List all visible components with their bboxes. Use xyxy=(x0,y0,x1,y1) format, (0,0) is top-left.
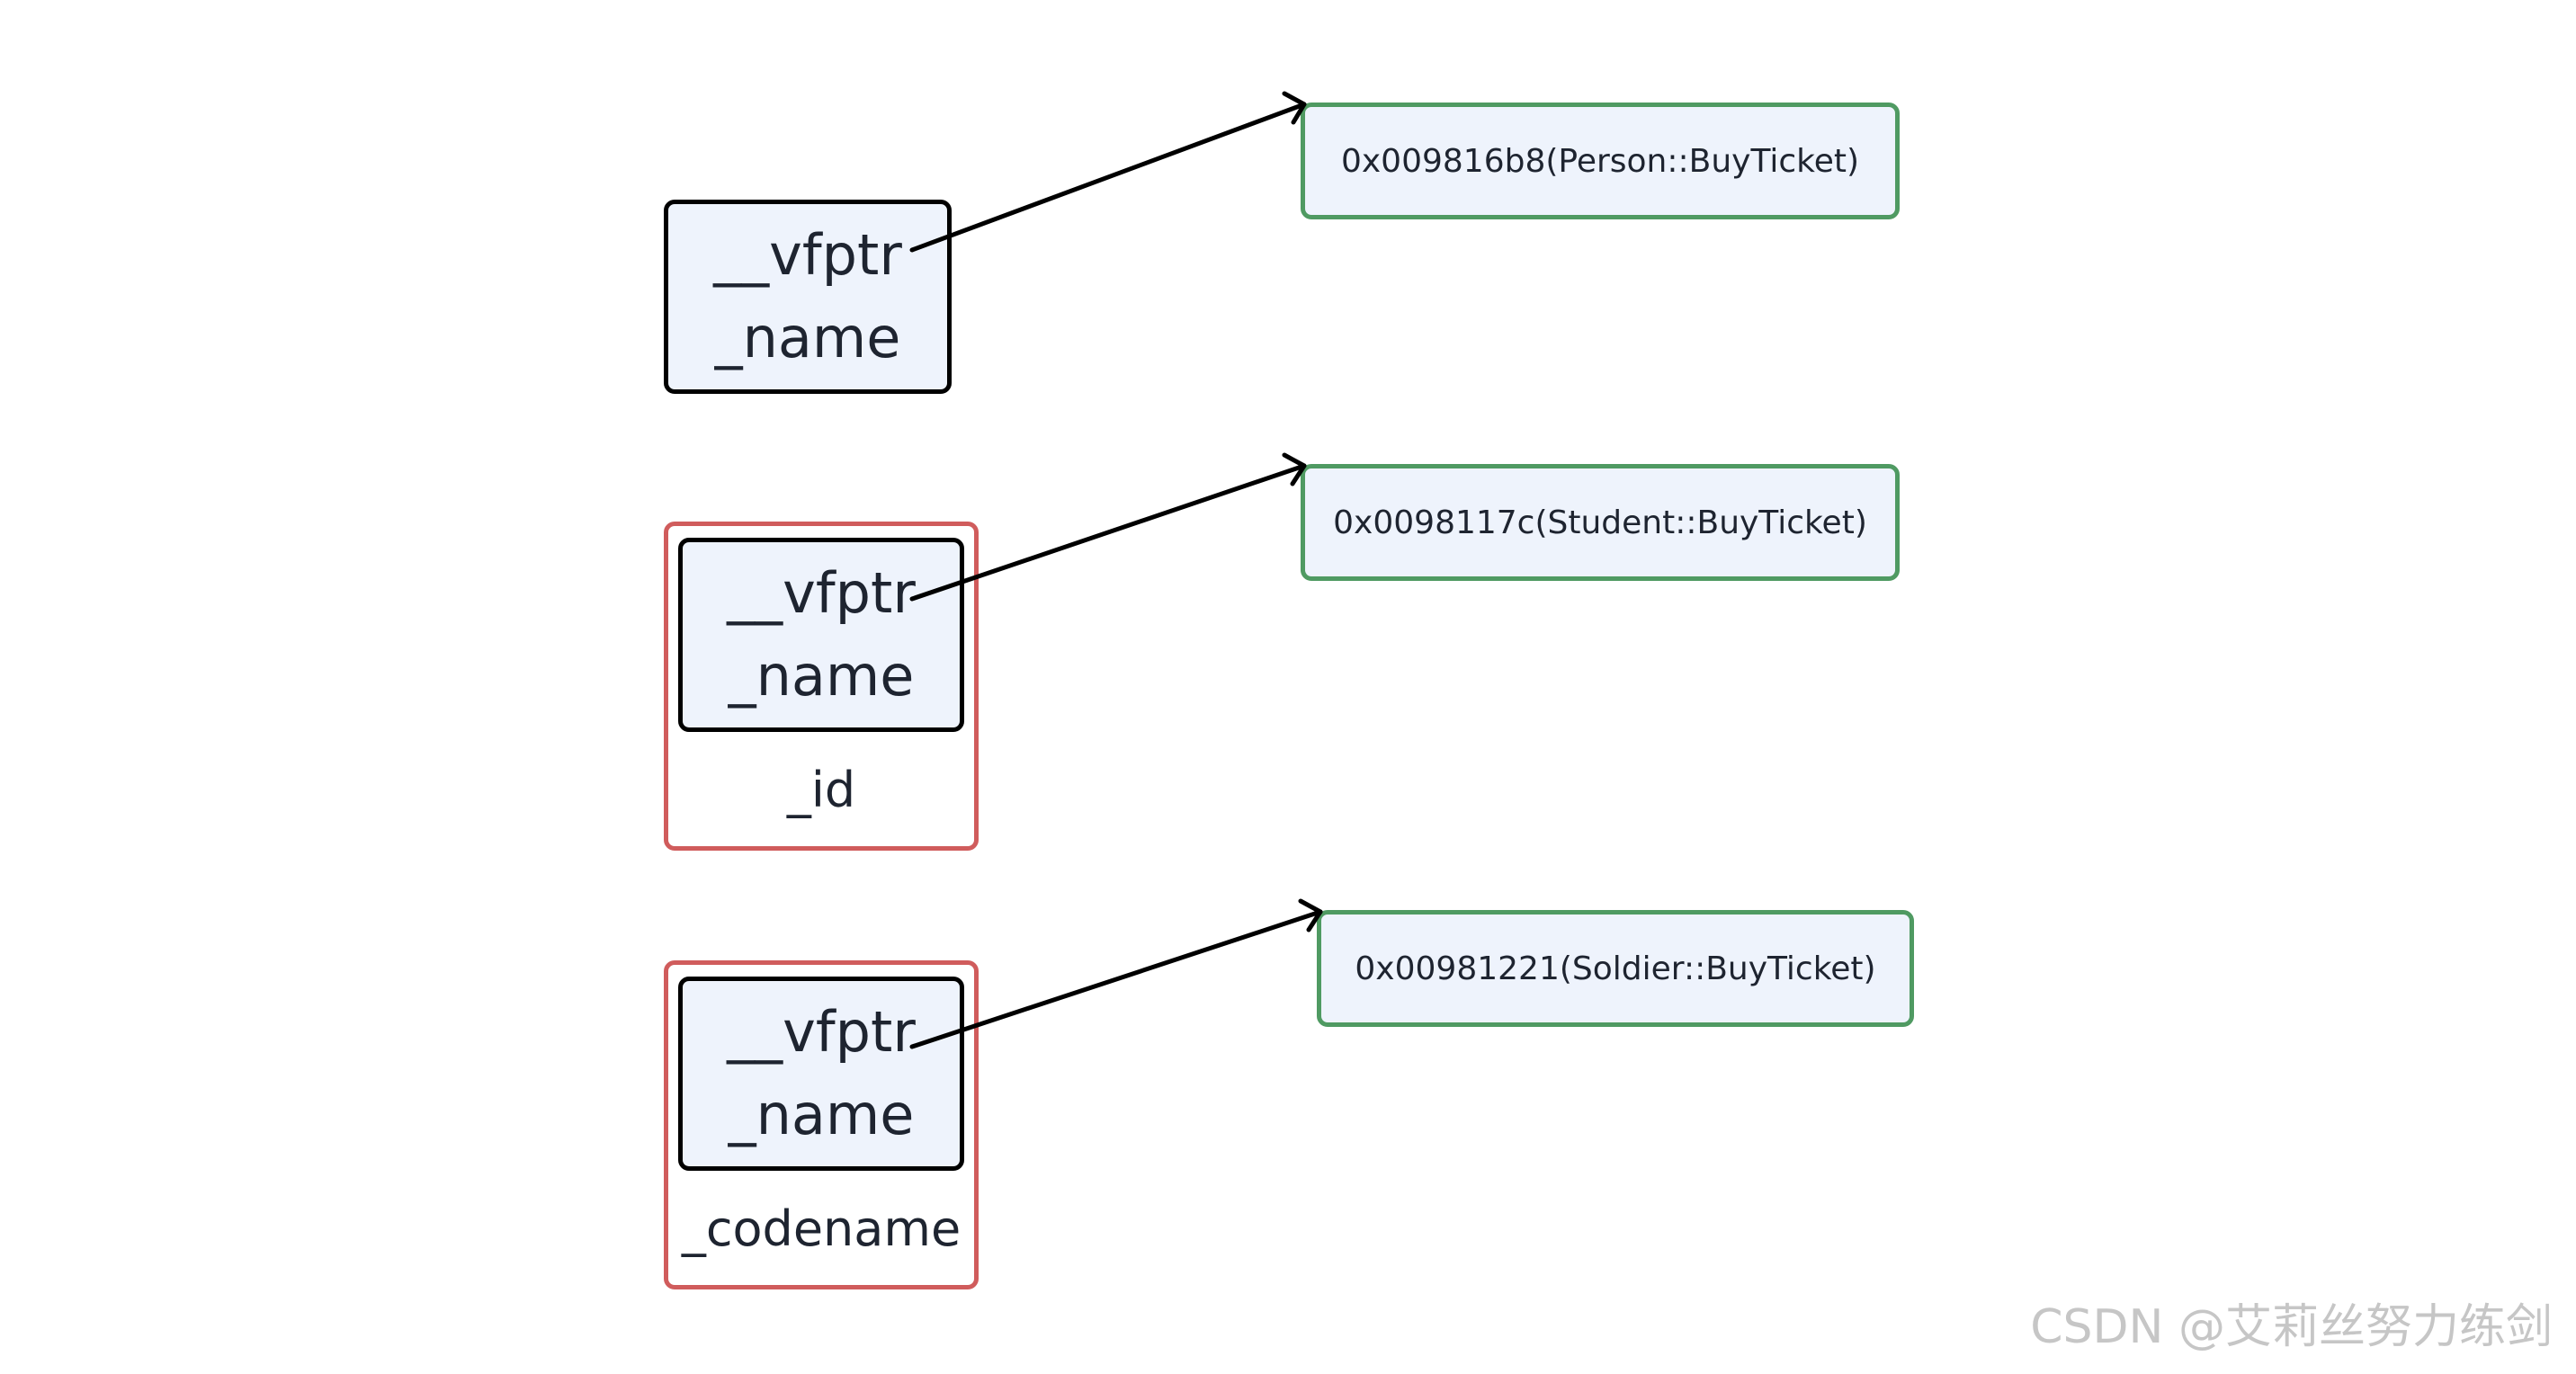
person-vtable-entry: 0x009816b8(Person::BuyTicket) xyxy=(1301,103,1900,219)
student-base-part-box: __vfptr _name xyxy=(678,538,964,732)
soldier-vfptr-field: __vfptr xyxy=(727,999,916,1065)
student-vfptr-field: __vfptr xyxy=(727,560,916,626)
person-vfptr-field: __vfptr xyxy=(713,222,902,288)
soldier-vtable-text: 0x00981221(Soldier::BuyTicket) xyxy=(1355,950,1876,987)
person-name-field: _name xyxy=(714,305,901,370)
person-vtable-text: 0x009816b8(Person::BuyTicket) xyxy=(1340,142,1860,180)
csdn-watermark: CSDN @艾莉丝努力练剑 xyxy=(2030,1300,2553,1354)
student-id-field: _id xyxy=(786,762,856,818)
soldier-codename-field: _codename xyxy=(681,1200,962,1257)
student-name-field: _name xyxy=(728,643,915,709)
student-vtable-entry: 0x0098117c(Student::BuyTicket) xyxy=(1301,464,1900,581)
soldier-base-part-box: __vfptr _name xyxy=(678,977,964,1171)
soldier-vtable-entry: 0x00981221(Soldier::BuyTicket) xyxy=(1317,910,1914,1027)
student-vtable-text: 0x0098117c(Student::BuyTicket) xyxy=(1333,504,1867,541)
person-vfptr-arrow xyxy=(909,91,1307,253)
soldier-name-field: _name xyxy=(728,1082,915,1147)
person-object-box: __vfptr _name xyxy=(664,200,952,394)
